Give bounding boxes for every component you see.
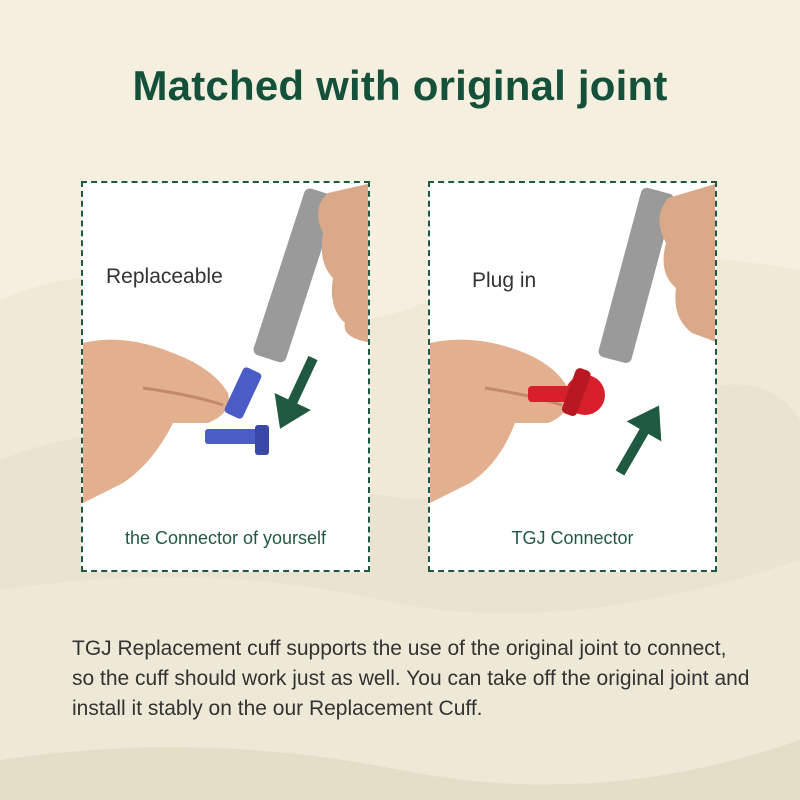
red-connector-icon: [528, 368, 605, 416]
arrow-down-icon: [274, 355, 318, 429]
plug-in-label: Plug in: [472, 269, 537, 292]
plug-in-photo: [430, 184, 715, 503]
arrow-up-icon: [615, 405, 662, 476]
replaceable-caption: the Connector of yourself: [124, 528, 327, 548]
page-title: Matched with original joint: [132, 62, 668, 109]
replaceable-label: Replaceable: [106, 265, 223, 288]
replaceable-photo: [83, 183, 368, 503]
blue-connector-icon: [205, 367, 269, 455]
plug-in-caption: TGJ Connector: [511, 528, 634, 548]
description-text: TGJ Replacement cuff supports the use of…: [72, 637, 750, 720]
plug-in-panel: Plug in TGJ Connector: [428, 181, 717, 572]
replaceable-panel: Replaceable the Connector of yourself: [81, 181, 370, 572]
